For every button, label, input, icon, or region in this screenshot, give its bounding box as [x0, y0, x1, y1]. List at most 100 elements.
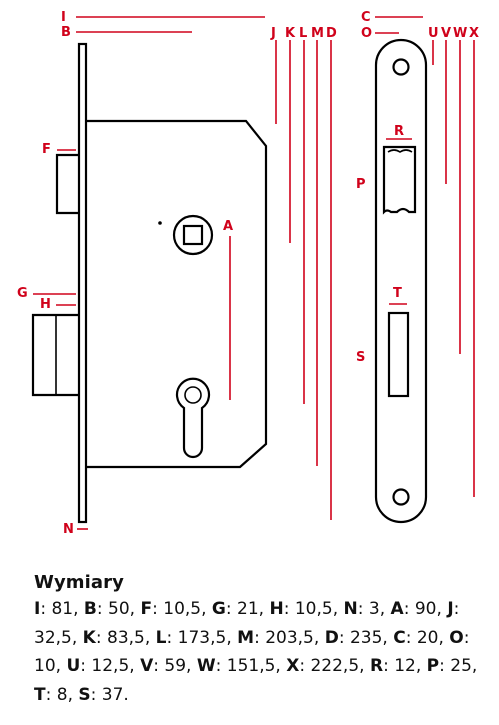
dimension-value: 59	[164, 656, 187, 676]
dimension-I: I: 81	[34, 599, 74, 619]
dimension-value: 81	[51, 599, 74, 619]
lock-case	[86, 119, 268, 469]
dimension-H: H: 10,5	[269, 599, 333, 619]
dimension-value: 222,5	[310, 656, 360, 676]
dimension-key: M	[237, 627, 255, 648]
dimension-key: B	[83, 599, 97, 619]
dimensions-list: I: 81, B: 50, F: 10,5, G: 21, H: 10,5, N…	[34, 599, 478, 705]
label-V: V	[441, 26, 451, 41]
dimension-key: U	[66, 656, 81, 676]
bolt-opening	[387, 311, 410, 398]
dimension-R: R: 12	[369, 656, 416, 676]
dimension-N: N: 3	[343, 599, 380, 619]
dimension-value: 37	[101, 684, 124, 705]
dimension-value: 203,5	[265, 627, 314, 648]
dimension-value: 10	[34, 656, 56, 676]
dimension-M: M: 203,5	[237, 627, 314, 648]
dimension-V: V: 59	[140, 656, 187, 676]
dimension-S: S: 37	[78, 684, 124, 705]
dimension-key: K	[82, 627, 96, 648]
dimensions-heading: Wymiary	[34, 572, 124, 593]
label-F: F	[42, 142, 51, 157]
dimension-key: W	[196, 656, 216, 676]
dimension-value: 90	[414, 599, 437, 619]
dimension-key: J	[447, 599, 454, 619]
dimension-key: P	[426, 656, 440, 676]
label-N: N	[63, 522, 74, 537]
dimension-value: 50	[108, 599, 130, 619]
top-screw-hole	[392, 58, 410, 76]
dimension-T: T: 8	[34, 684, 68, 705]
latch-opening	[382, 145, 417, 215]
dimension-J: J: 32,5	[34, 599, 460, 648]
dimension-key: L	[155, 627, 167, 648]
label-T: T	[393, 286, 402, 301]
right-dimension-lines	[375, 16, 475, 497]
dimension-value: 151,5	[226, 656, 276, 676]
dimension-value: 12	[394, 656, 416, 676]
dimension-P: P: 25	[426, 656, 472, 676]
label-D: D	[326, 26, 337, 41]
label-C: C	[361, 10, 371, 25]
dimension-key: X	[286, 656, 300, 676]
dimension-value: 21	[237, 599, 259, 619]
label-O: O	[361, 26, 372, 41]
latch-bolt	[55, 153, 79, 215]
dimension-key: G	[211, 599, 226, 619]
label-W: W	[453, 26, 467, 41]
label-A: A	[223, 219, 233, 234]
dimension-key: A	[390, 599, 404, 619]
dimension-value: 83,5	[107, 627, 145, 648]
keyhole-cutout	[175, 377, 211, 459]
dimension-key: I	[34, 599, 41, 619]
dimension-value: 173,5	[177, 627, 227, 648]
label-X: X	[469, 26, 479, 41]
dimension-key: H	[269, 599, 284, 619]
dimension-key: O	[449, 627, 464, 648]
label-I: I	[61, 10, 66, 25]
spindle-hole	[172, 214, 214, 256]
lock-diagram: I B F G H N A J K L M D C O U V	[17, 10, 479, 537]
dimension-value: 8	[56, 684, 68, 705]
body-dot	[158, 221, 162, 225]
dimension-B: B: 50	[83, 599, 130, 619]
dimension-X: X: 222,5	[286, 656, 360, 676]
label-B: B	[61, 25, 71, 40]
dimension-value: 235	[349, 627, 383, 648]
dimensions-section: Wymiary I: 81, B: 50, F: 10,5, G: 21, H:…	[34, 572, 484, 709]
dimension-key: S	[78, 684, 91, 705]
bottom-screw-hole	[392, 488, 410, 506]
label-P: P	[356, 177, 366, 192]
dimension-value: 10,5	[294, 599, 333, 619]
dimension-key: D	[324, 627, 339, 648]
dimension-value: 32,5	[34, 627, 72, 648]
right-dimension-labels: C O U V W X R P T S	[356, 10, 479, 365]
dimension-C: C: 20	[393, 627, 439, 648]
label-M: M	[311, 26, 324, 41]
dimension-key: F	[140, 599, 153, 619]
label-K: K	[285, 26, 296, 41]
dimension-key: N	[343, 599, 358, 619]
dimension-key: C	[393, 627, 406, 648]
dimension-key: V	[140, 656, 154, 676]
dimension-value: 25	[450, 656, 472, 676]
lock-body-drawing	[31, 42, 268, 524]
left-dimension-labels: I B F G H N A J K L M D	[17, 10, 337, 537]
label-J: J	[270, 26, 276, 41]
label-L: L	[299, 26, 307, 41]
dimension-U: U: 12,5	[66, 656, 130, 676]
label-H: H	[40, 297, 51, 312]
dimension-value: 12,5	[91, 656, 130, 676]
dimension-K: K: 83,5	[82, 627, 145, 648]
label-U: U	[428, 26, 439, 41]
dimension-value: 10,5	[163, 599, 202, 619]
dimension-key: R	[369, 656, 384, 676]
faceplate-front	[374, 38, 428, 524]
dimension-L: L: 173,5	[155, 627, 227, 648]
faceplate	[77, 42, 88, 524]
dimension-D: D: 235	[324, 627, 383, 648]
label-R: R	[394, 124, 404, 139]
dimension-value: 3	[368, 599, 380, 619]
label-S: S	[356, 350, 365, 365]
label-G: G	[17, 286, 28, 301]
